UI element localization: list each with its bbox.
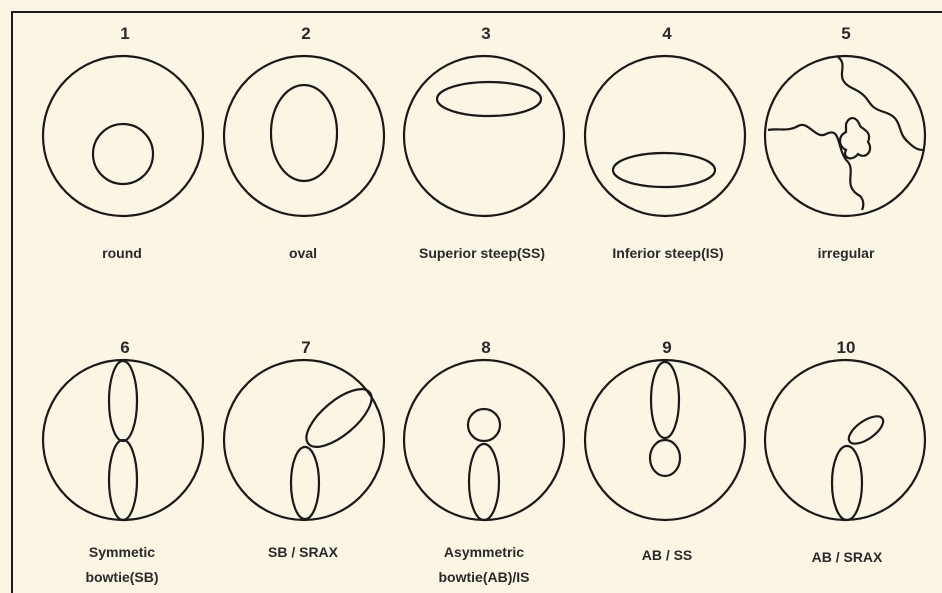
pattern-number: 5 [841, 24, 850, 43]
pattern-2-oval: 2 oval [224, 24, 384, 261]
irregular-contour-left [768, 125, 863, 210]
pattern-caption-line1: Asymmetric [444, 544, 524, 560]
cornea-outline [765, 56, 925, 216]
pattern-number: 10 [837, 338, 856, 357]
pattern-1-round: 1 round [43, 24, 203, 261]
pattern-caption-line1: Symmetic [89, 544, 155, 560]
bowtie-upper-lobe [297, 379, 380, 456]
bowtie-lower-lobe [650, 440, 680, 476]
pattern-number: 7 [301, 338, 310, 357]
cornea-outline [404, 56, 564, 216]
cornea-outline [224, 56, 384, 216]
pattern-9-ab-ss: 9 AB / SS [585, 338, 745, 563]
pattern-3-superior-steep: 3 Superior steep(SS) [404, 24, 564, 261]
pattern-4-inferior-steep: 4 Inferior steep(IS) [585, 24, 745, 261]
pattern-number: 6 [120, 338, 129, 357]
pattern-7-sb-srax: 7 SB / SRAX [224, 338, 384, 560]
pattern-10-ab-srax: 10 AB / SRAX [765, 338, 925, 565]
pattern-caption: irregular [818, 245, 875, 261]
pattern-caption: AB / SS [642, 547, 693, 563]
pattern-caption: Superior steep(SS) [419, 245, 545, 261]
pattern-number: 4 [662, 24, 672, 43]
pattern-caption-line2: bowtie(SB) [85, 569, 158, 585]
bowtie-upper-lobe [651, 362, 679, 438]
bowtie-lower-lobe [109, 440, 137, 520]
pattern-caption: oval [289, 245, 317, 261]
bowtie-upper-lobe [109, 361, 137, 441]
pattern-6-symmetric-bowtie: 6 Symmetic bowtie(SB) [43, 338, 203, 585]
pattern-5-irregular: 5 irregular [765, 24, 925, 261]
cornea-outline [224, 360, 384, 520]
bowtie-lower-lobe [291, 447, 319, 519]
oval-zone [271, 85, 337, 181]
pattern-number: 3 [481, 24, 490, 43]
bowtie-lower-lobe [469, 444, 499, 520]
bowtie-lower-lobe [832, 446, 862, 520]
cornea-outline [585, 56, 745, 216]
irregular-contour-right [838, 57, 924, 150]
cornea-outline [765, 360, 925, 520]
inferior-steep-zone [613, 153, 715, 187]
bowtie-upper-lobe [844, 411, 887, 449]
pattern-caption: AB / SRAX [812, 549, 883, 565]
pattern-caption: round [102, 245, 142, 261]
cornea-outline [43, 56, 203, 216]
pattern-caption-line2: bowtie(AB)/IS [439, 569, 530, 585]
pattern-number: 9 [662, 338, 671, 357]
irregular-center-zone [840, 118, 870, 158]
bowtie-upper-lobe [468, 409, 500, 441]
round-zone [93, 124, 153, 184]
pattern-caption: SB / SRAX [268, 544, 339, 560]
pattern-8-asymmetric-bowtie-is: 8 Asymmetric bowtie(AB)/IS [404, 338, 564, 585]
pattern-number: 1 [120, 24, 129, 43]
pattern-number: 8 [481, 338, 490, 357]
superior-steep-zone [437, 82, 541, 116]
pattern-caption: Inferior steep(IS) [612, 245, 723, 261]
pattern-number: 2 [301, 24, 310, 43]
